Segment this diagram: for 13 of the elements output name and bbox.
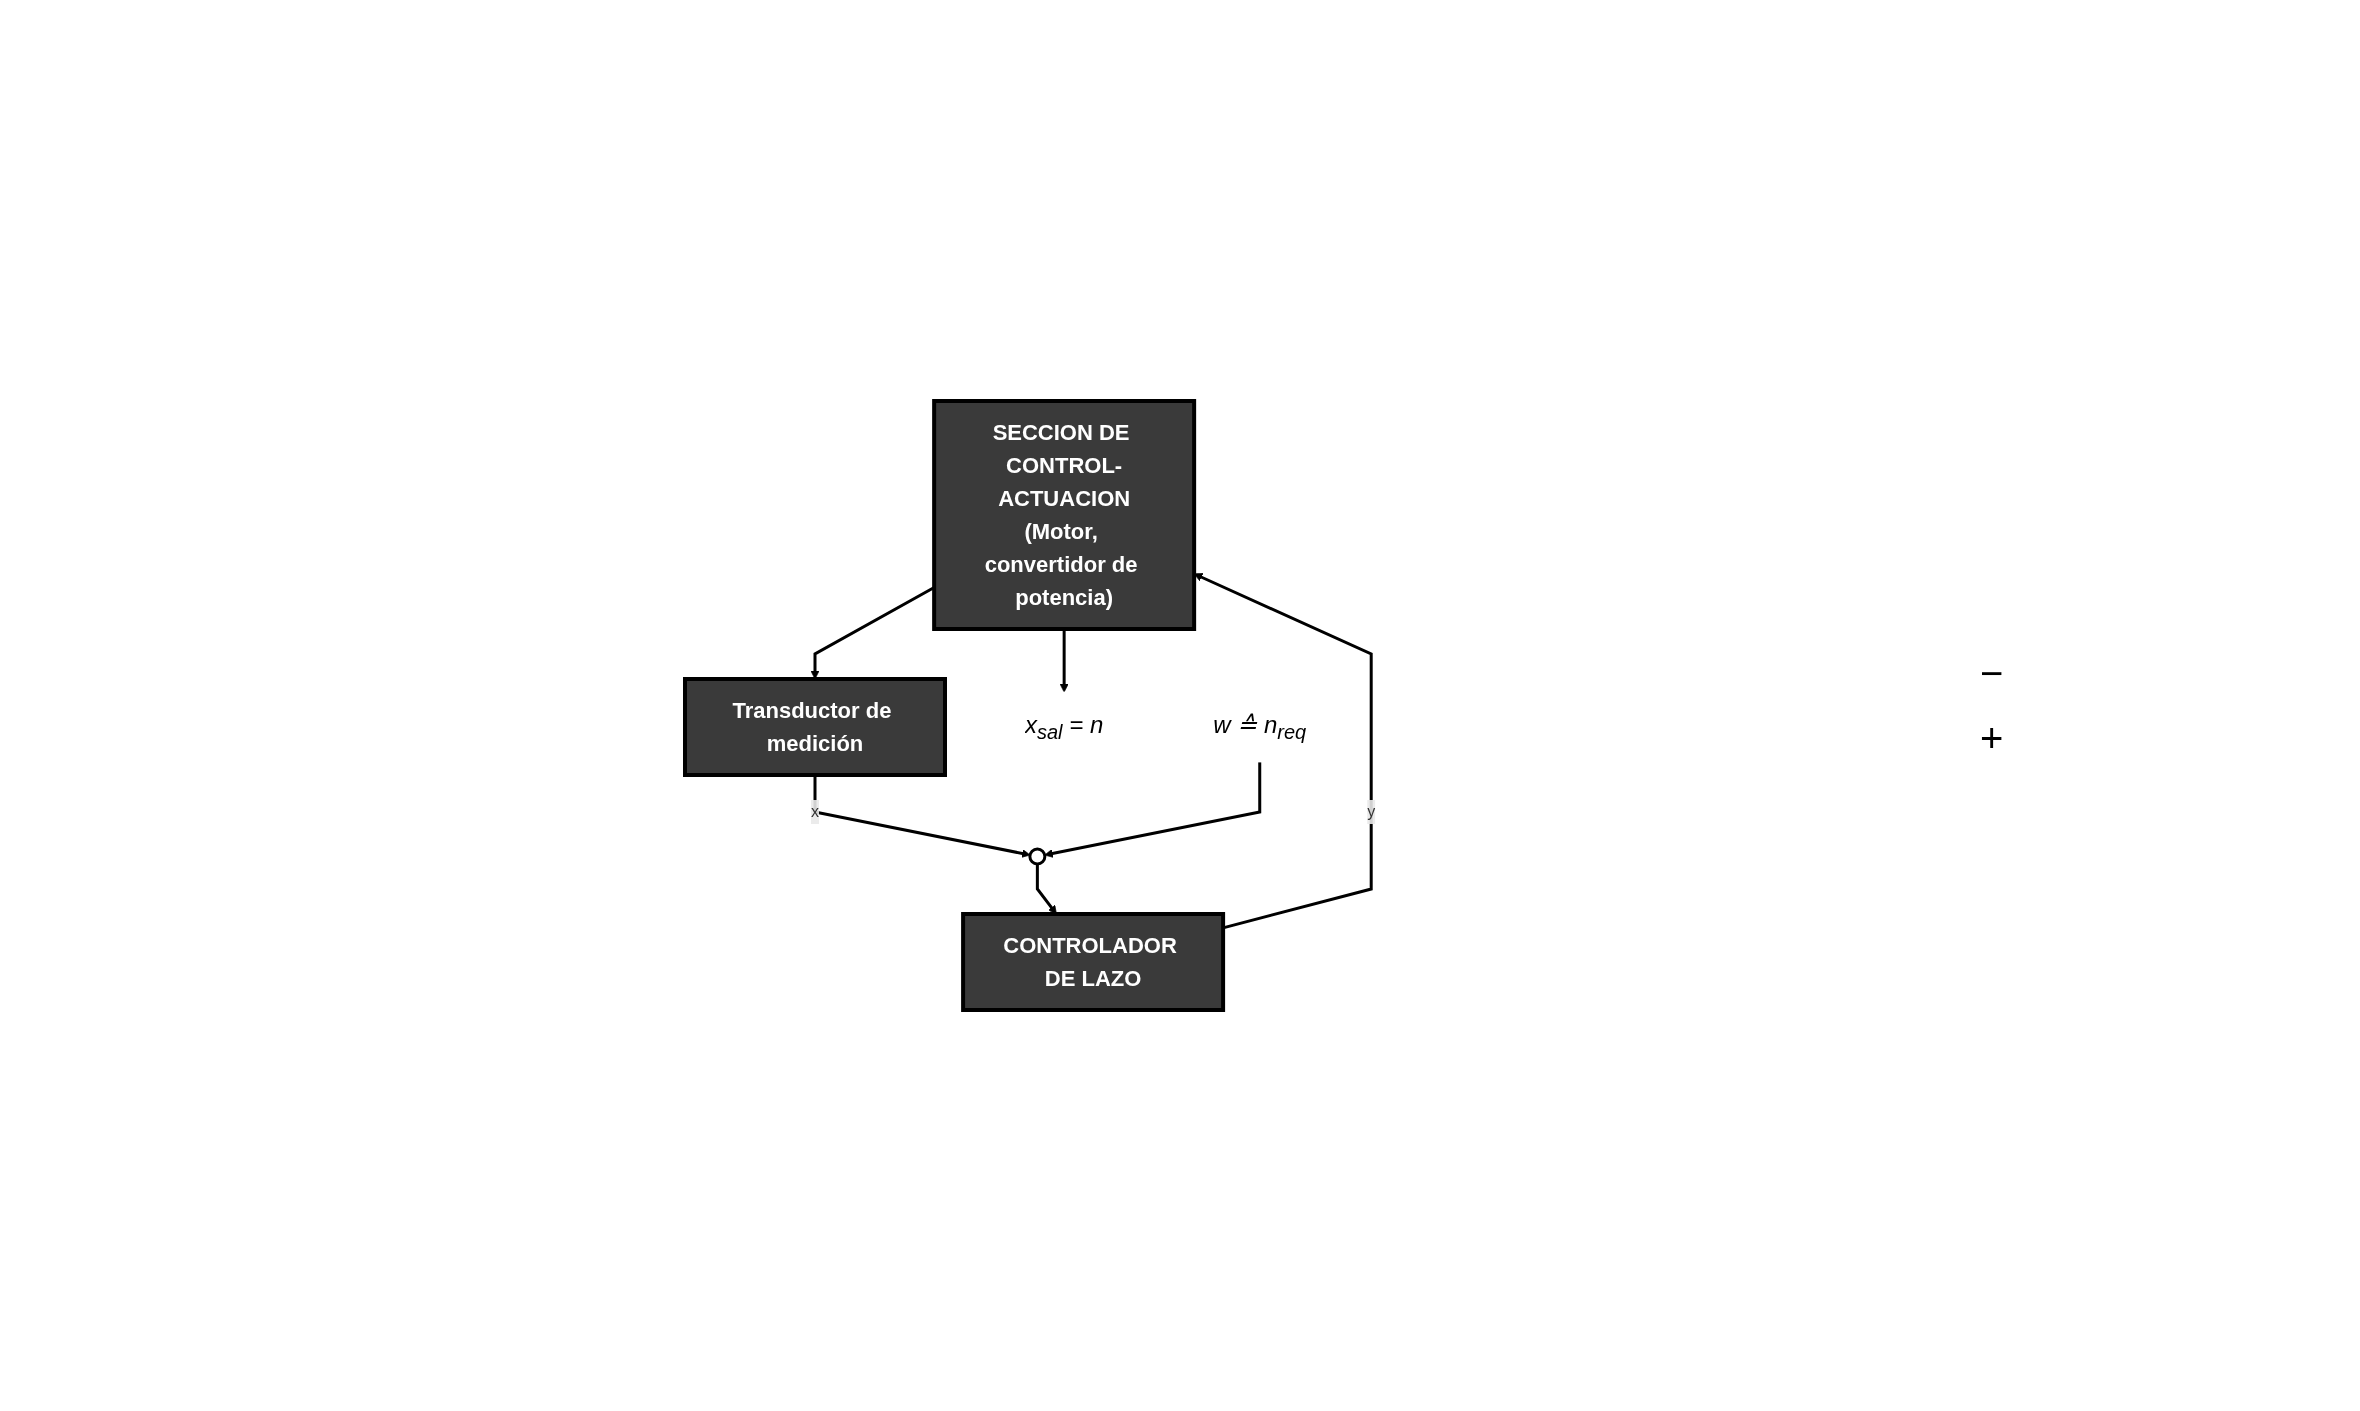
edge-label: x [810,803,819,820]
arrow [813,775,1031,858]
node-box: Transductor de medición [682,677,947,777]
sign-label: + [1980,715,2005,761]
node-text: w ≙ n$_{req}$ [1213,711,1307,743]
arrow [1044,761,1262,858]
edge-label: y [1367,803,1376,820]
sign-label: − [1980,650,2005,696]
node-circle [1028,847,1047,866]
node-box: CONTROLADOR DE LAZO [961,912,1225,1012]
arrow [1035,864,1057,915]
arrow [1059,629,1069,693]
node-box: SECCION DE CONTROL-ACTUACION (Motor, convertidor de potencia) [932,399,1197,631]
